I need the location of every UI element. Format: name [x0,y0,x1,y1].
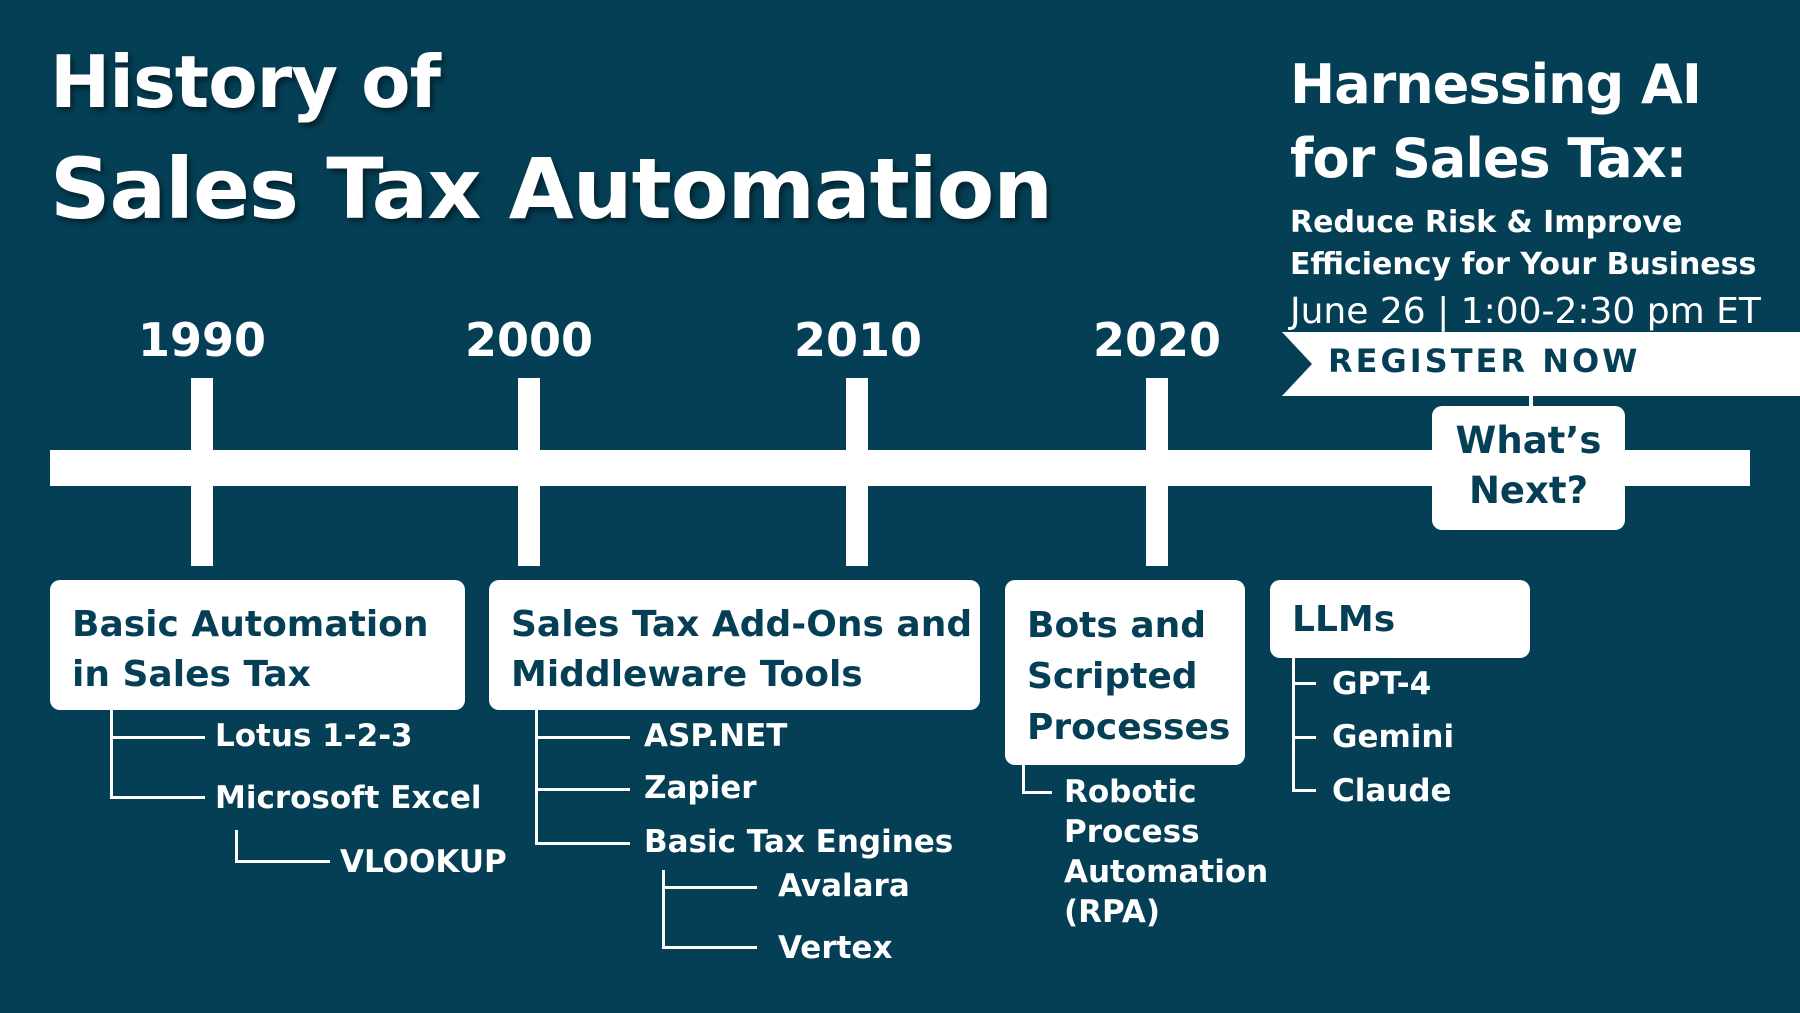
list-item-aspnet: ASP.NET [644,718,788,754]
list-item-lotus: Lotus 1-2-3 [215,718,413,754]
list-item-zapier: Zapier [644,770,757,806]
promo-heading-2: for Sales Tax: [1290,127,1687,190]
year-label-1990: 1990 [137,313,267,367]
register-now-label: REGISTER NOW [1328,342,1641,380]
tree-connector [535,842,630,845]
year-tick-2000 [518,378,540,566]
tree-connector [1292,736,1316,739]
list-item-rpa-line-1: Robotic [1064,774,1197,810]
promo-subtitle-2: Efficiency for Your Business [1290,247,1757,282]
title-line-1: History of [50,40,441,124]
list-item-rpa-line-2: Process [1064,814,1200,850]
era-box-llms: LLMs [1270,580,1530,658]
list-item-gpt4: GPT-4 [1332,666,1432,702]
era-title-line: Bots and [1027,605,1207,646]
whats-next-line-1: What’s [1455,419,1602,462]
era-box-basic-automation: Basic Automation in Sales Tax [50,580,465,710]
whats-next-line-2: Next? [1468,469,1589,512]
promo-date: June 26 | 1:00-2:30 pm ET [1290,291,1761,332]
tree-connector [1292,682,1316,685]
tree-connector [662,946,757,949]
list-item-vlookup: VLOOKUP [340,844,507,880]
tree-connector [1022,791,1052,794]
era-title-line: Processes [1027,707,1231,748]
tree-connector [235,830,238,863]
year-tick-2020 [1146,378,1168,566]
era-title-line: Basic Automation [72,604,429,645]
list-item-excel: Microsoft Excel [215,780,482,816]
tree-connector [1292,658,1295,792]
tree-connector [662,886,757,889]
year-tick-1990 [191,378,213,566]
list-item-vertex: Vertex [778,930,893,966]
tree-connector [535,788,630,791]
era-title-line: LLMs [1292,599,1396,640]
register-now-button[interactable]: REGISTER NOW [1282,332,1800,396]
tree-connector [1292,789,1316,792]
tree-connector [110,710,113,799]
register-connector [1529,396,1533,408]
promo-subtitle-1: Reduce Risk & Improve [1290,205,1683,240]
list-item-gemini: Gemini [1332,719,1455,755]
webinar-promo: Harnessing AI for Sales Tax: Reduce Risk… [1290,48,1790,334]
era-box-bots-scripted: Bots and Scripted Processes [1005,580,1245,765]
list-item-rpa-line-4: (RPA) [1064,894,1161,930]
tree-connector [1022,765,1025,794]
list-item-basic-tax-engines: Basic Tax Engines [644,824,954,860]
era-title-line: in Sales Tax [72,654,311,695]
era-box-add-ons-middleware: Sales Tax Add-Ons and Middleware Tools [489,580,980,710]
year-label-2000: 2000 [464,313,594,367]
list-item-avalara: Avalara [778,868,910,904]
era-title-line: Scripted [1027,656,1198,697]
tree-connector [235,860,330,863]
list-item-rpa-line-3: Automation [1064,854,1269,890]
tree-connector [110,796,205,799]
list-item-claude: Claude [1332,773,1452,809]
year-label-2010: 2010 [793,313,923,367]
tree-connector [110,736,205,739]
tree-connector [535,736,630,739]
year-tick-2010 [846,378,868,566]
tree-connector [535,710,538,845]
whats-next-box: What’s Next? [1432,406,1625,530]
promo-heading-1: Harnessing AI [1290,53,1702,116]
tree-connector [662,870,665,949]
era-title-line: Middleware Tools [511,654,863,695]
year-label-2020: 2020 [1092,313,1222,367]
era-title-line: Sales Tax Add-Ons and [511,604,973,645]
title-line-2: Sales Tax Automation [50,140,1053,238]
